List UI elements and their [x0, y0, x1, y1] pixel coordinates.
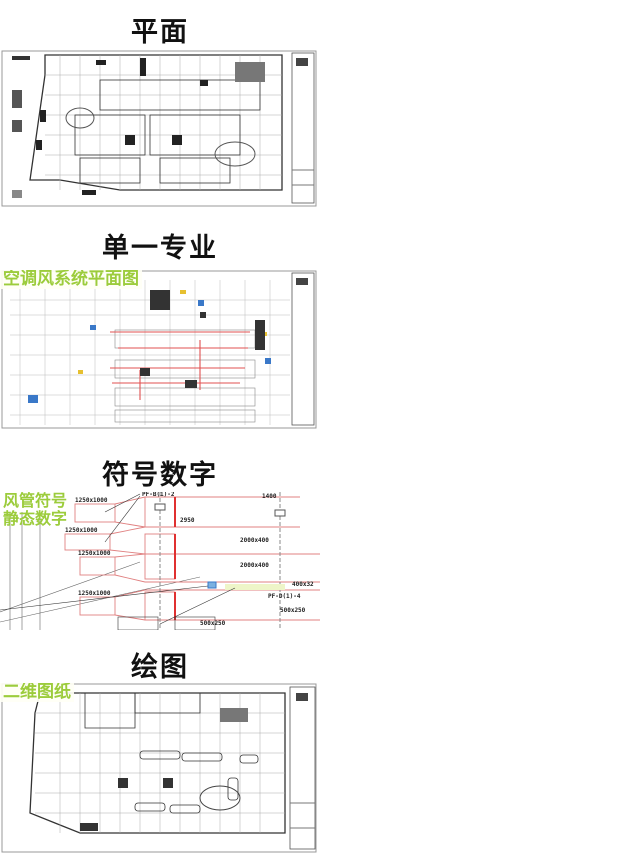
section-title-plan: 平面 — [131, 17, 189, 48]
section-title-symbols-numbers: 符号数字 — [102, 460, 218, 491]
hvac-drawing-image: 空调风系统平面图 — [0, 270, 320, 430]
duct-detail-image: 1250x1000 1250x1000 1250x1000 1250x1000 … — [0, 492, 320, 630]
duct-overlay-label: 风管符号 静态数字 — [0, 492, 70, 527]
svg-text:PF-D(1)-4: PF-D(1)-4 — [268, 593, 301, 600]
duct-overlay-line-2: 静态数字 — [3, 508, 68, 528]
duct-detail-svg: 1250x1000 1250x1000 1250x1000 1250x1000 … — [0, 492, 320, 630]
svg-text:500x250: 500x250 — [200, 620, 226, 627]
floor-plan-svg — [1, 50, 317, 207]
plan-drawing-image — [0, 50, 320, 208]
svg-text:1250x1000: 1250x1000 — [78, 550, 111, 557]
svg-text:1400: 1400 — [262, 493, 277, 500]
hvac-overlay-label: 空调风系统平面图 — [0, 270, 142, 289]
svg-text:500x250: 500x250 — [280, 607, 306, 614]
svg-text:2950: 2950 — [180, 517, 195, 524]
duct-overlay-line-1: 风管符号 — [3, 492, 68, 510]
svg-text:2000x400: 2000x400 — [240, 537, 269, 544]
2d-drawing-overlay-label: 二维图纸 — [0, 683, 74, 702]
svg-text:2000x400: 2000x400 — [240, 562, 269, 569]
svg-text:PF-B(1)-2: PF-B(1)-2 — [142, 492, 175, 498]
svg-text:1250x1000: 1250x1000 — [78, 590, 111, 597]
section-title-drawing: 绘图 — [131, 652, 189, 683]
2d-drawing-image: 二维图纸 — [0, 683, 320, 853]
svg-text:1250x1000: 1250x1000 — [65, 527, 98, 534]
svg-text:400x32: 400x32 — [292, 581, 314, 588]
hvac-plan-svg — [1, 270, 317, 429]
duct-label: 1250x1000 — [75, 497, 108, 504]
section-title-single-discipline: 单一专业 — [102, 233, 218, 264]
2d-drawing-svg — [1, 683, 317, 853]
